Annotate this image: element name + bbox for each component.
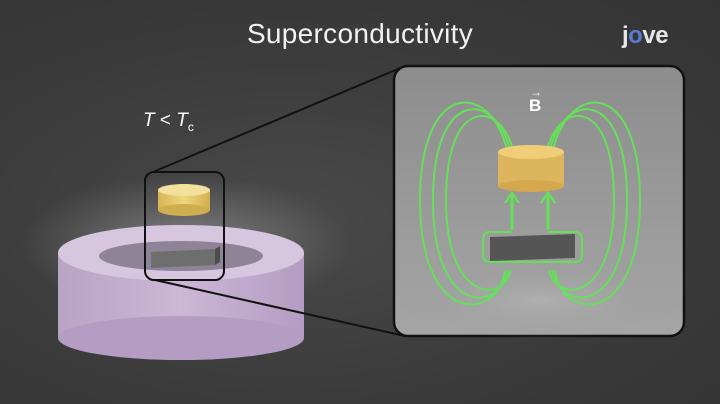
temperature-condition: T < Tc (143, 110, 194, 134)
jove-logo: jove (622, 22, 669, 50)
levitating-magnet (158, 184, 210, 216)
cooling-ring (58, 225, 304, 360)
zoom-frame (144, 171, 225, 281)
field-symbol: B (529, 96, 542, 115)
zoom-line-top (152, 65, 406, 173)
vector-arrow: → (530, 85, 542, 99)
magnetic-field-lines (418, 101, 642, 306)
magnetic-field-label: → B (529, 85, 542, 116)
critical-temperature-symbol: T (176, 110, 188, 131)
superconductor-block (151, 246, 220, 268)
critical-subscript: c (187, 119, 194, 134)
logo-text-ve: ve (642, 22, 669, 49)
less-than-symbol: < (159, 110, 171, 131)
inset-superconductor (490, 234, 575, 261)
inset-magnet (498, 145, 564, 192)
page-title: Superconductivity (246, 18, 474, 49)
temperature-symbol: T (143, 110, 155, 131)
zoom-line-bottom (154, 279, 406, 337)
logo-text-o: o (628, 22, 643, 49)
inset-panel (392, 64, 686, 340)
logo-text-j: j (622, 22, 629, 49)
